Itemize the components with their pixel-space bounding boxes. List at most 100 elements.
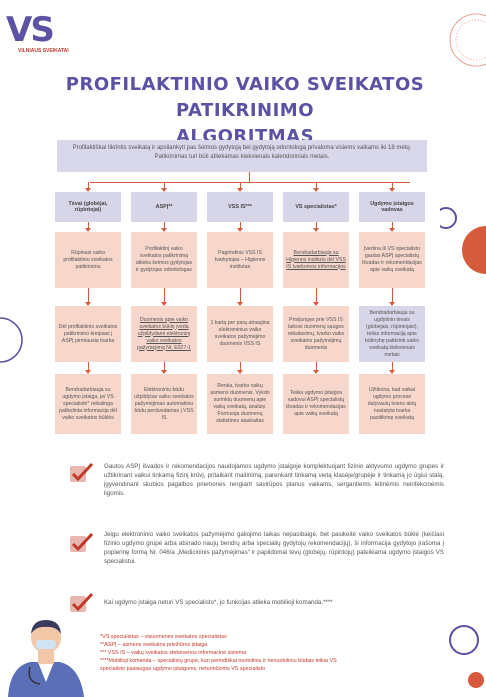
arrow-icon: [237, 228, 243, 232]
check-icon: [70, 592, 94, 612]
footnote: ****Mobilioji komanda – specialistų grup…: [100, 658, 337, 664]
column-header: VSS IS***: [207, 192, 273, 222]
flow-step: Elektroniniu būdu užpildytas vaiko sveik…: [131, 374, 197, 434]
flow-step: Duomenis apie vaiko sveikatos būklę įved…: [131, 306, 197, 362]
connector: [164, 362, 165, 370]
connector: [240, 222, 241, 228]
connector: [240, 288, 241, 302]
check-icon: [70, 462, 94, 482]
flow-step-text: Pagrindinis VSS IS tvarkytojas – Higieno…: [214, 249, 266, 270]
connector: [164, 288, 165, 302]
flow-step: Dėl profilaktinio sveikatos patikrinimo …: [55, 306, 121, 362]
connector: [164, 182, 165, 188]
connector: [164, 222, 165, 228]
flow-step-text: Bendradarbiauja su ugdymo įstaiga, jei V…: [59, 386, 117, 421]
arrow-icon: [85, 188, 91, 192]
flow-step: 1 kartą per parą atnaujina elektroninius…: [207, 306, 273, 362]
arrow-icon: [237, 188, 243, 192]
column-header: ASPĮ**: [131, 192, 197, 222]
connector: [316, 288, 317, 302]
flow-step-text: Prisijungęs prie VSS IS laikosi duomenų …: [287, 316, 345, 351]
footnotes: *VS specialistas – visuomenės sveikatos …: [100, 633, 430, 673]
arrow-icon: [389, 302, 395, 306]
check-icon: [70, 532, 94, 552]
note-2: Jeigu elektroninio vaiko sveikatos pažym…: [104, 531, 444, 565]
connector: [240, 362, 241, 370]
flow-step: Rūpinasi vaiko profilaktiniu sveikatos p…: [55, 232, 121, 288]
connector: [316, 182, 317, 188]
flow-step: Pagrindinis VSS IS tvarkytojas – Higieno…: [207, 232, 273, 288]
connector: [392, 182, 393, 188]
arrow-icon: [313, 370, 319, 374]
note-1: Gautos ASPĮ išvados ir rekomendacijos na…: [104, 463, 444, 497]
arrow-icon: [85, 370, 91, 374]
arrow-icon: [161, 228, 167, 232]
arrow-icon: [237, 302, 243, 306]
connector: [249, 172, 250, 182]
title-line-1: PROFILAKTINIO VAIKO SVEIKATOS PATIKRINIM…: [65, 74, 425, 121]
footnote: *VS specialistas – visuomenės sveikatos …: [100, 634, 227, 640]
flow-step: Profilaktinį vaiko sveikatos patikrinimą…: [131, 232, 197, 288]
arrow-icon: [85, 228, 91, 232]
intro-box: Profilaktiškai tikrintis sveikatą ir aps…: [57, 140, 427, 172]
flow-step-text: Elektroniniu būdu užpildytas vaiko sveik…: [134, 386, 194, 421]
flow-step: Renka, tvarko vaikų asmens duomenis. Vyk…: [207, 374, 273, 434]
flow-step-text: Užtikrina, kad vaikai ugdymo procese dal…: [367, 386, 417, 421]
connector: [316, 222, 317, 228]
arrow-icon: [237, 370, 243, 374]
flow-step: Užtikrina, kad vaikai ugdymo procese dal…: [359, 374, 425, 434]
connector: [88, 362, 89, 370]
arrow-icon: [389, 188, 395, 192]
arrow-icon: [313, 302, 319, 306]
arrow-icon: [313, 188, 319, 192]
flow-step-text: Bendradarbiauja su Higienos institutu dė…: [286, 249, 346, 270]
flow-step: Bendradarbiauja su ugdymo įstaiga, jei V…: [55, 374, 121, 434]
flow-step-text: Dėl profilaktinio sveikatos patikrinimo …: [58, 323, 118, 344]
flow-step: Prisijungęs prie VSS IS laikosi duomenų …: [283, 306, 349, 362]
flow-step-text: Rūpinasi vaiko profilaktiniu sveikatos p…: [63, 249, 113, 270]
flow-step: Bendradarbiauja su Higienos institutu dė…: [283, 232, 349, 288]
note-3: Kai ugdymo įstaiga neturi VS specialisto…: [104, 599, 333, 606]
column-header: VS specialistas*: [283, 192, 349, 222]
flow-step-text: Renka, tvarko vaikų asmens duomenis. Vyk…: [210, 383, 270, 424]
circle-decor: [449, 625, 484, 688]
connector: [88, 288, 89, 302]
connector: [90, 182, 410, 183]
arrow-icon: [161, 302, 167, 306]
connector: [316, 362, 317, 370]
flow-step-text: 1 kartą per parą atnaujina elektroninius…: [210, 320, 270, 347]
flow-step-text: Duomenis apie vaiko sveikatos būklę įved…: [137, 316, 191, 351]
logo: VS VILNIAUS SVEIKATAI: [4, 10, 74, 58]
circle-decor: [449, 13, 486, 67]
flow-step: Įvertina iš VS specialisto gautas ASPĮ s…: [359, 232, 425, 288]
footnote: **ASPĮ – asmens sveikatos priežiūros įst…: [100, 642, 208, 648]
arrow-icon: [85, 302, 91, 306]
logo-subtitle: VILNIAUS SVEIKATAI: [18, 48, 69, 54]
footnote: *** VSS IS – vaikų sveikatos stebėsenos …: [100, 650, 247, 656]
connector: [88, 182, 89, 188]
connector: [88, 222, 89, 228]
logo-text: VS: [6, 10, 55, 50]
connector: [392, 362, 393, 370]
arrow-icon: [313, 228, 319, 232]
flow-step-text: Teikia ugdymo įstaigos vadovui ASPĮ spec…: [286, 390, 346, 417]
column-header: Ugdymo įstaigos vadovas: [359, 192, 425, 222]
connector: [240, 182, 241, 188]
arrow-icon: [161, 188, 167, 192]
circle-decor: [440, 207, 486, 274]
circle-decor: [0, 317, 23, 363]
flow-step: Bendradarbiauja su ugdytinio tėvais (glo…: [359, 306, 425, 362]
flow-step: Teikia ugdymo įstaigos vadovui ASPĮ spec…: [283, 374, 349, 434]
flow-step-text: Profilaktinį vaiko sveikatos patikrinimą…: [135, 246, 193, 273]
connector: [392, 222, 393, 228]
doctor-illustration: [8, 620, 84, 697]
flow-step-text: Bendradarbiauja su ugdytinio tėvais (glo…: [365, 309, 419, 358]
page-title: PROFILAKTINIO VAIKO SVEIKATOS PATIKRINIM…: [40, 72, 450, 150]
arrow-icon: [389, 228, 395, 232]
arrow-icon: [161, 370, 167, 374]
connector: [392, 288, 393, 302]
flow-step-text: Įvertina iš VS specialisto gautas ASPĮ s…: [362, 246, 422, 273]
column-header: Tėvai (globėjai, rūpintojai): [55, 192, 121, 222]
footnote: specialisto paslaugas ugdymo įstaigoms, …: [100, 666, 266, 672]
arrow-icon: [389, 370, 395, 374]
